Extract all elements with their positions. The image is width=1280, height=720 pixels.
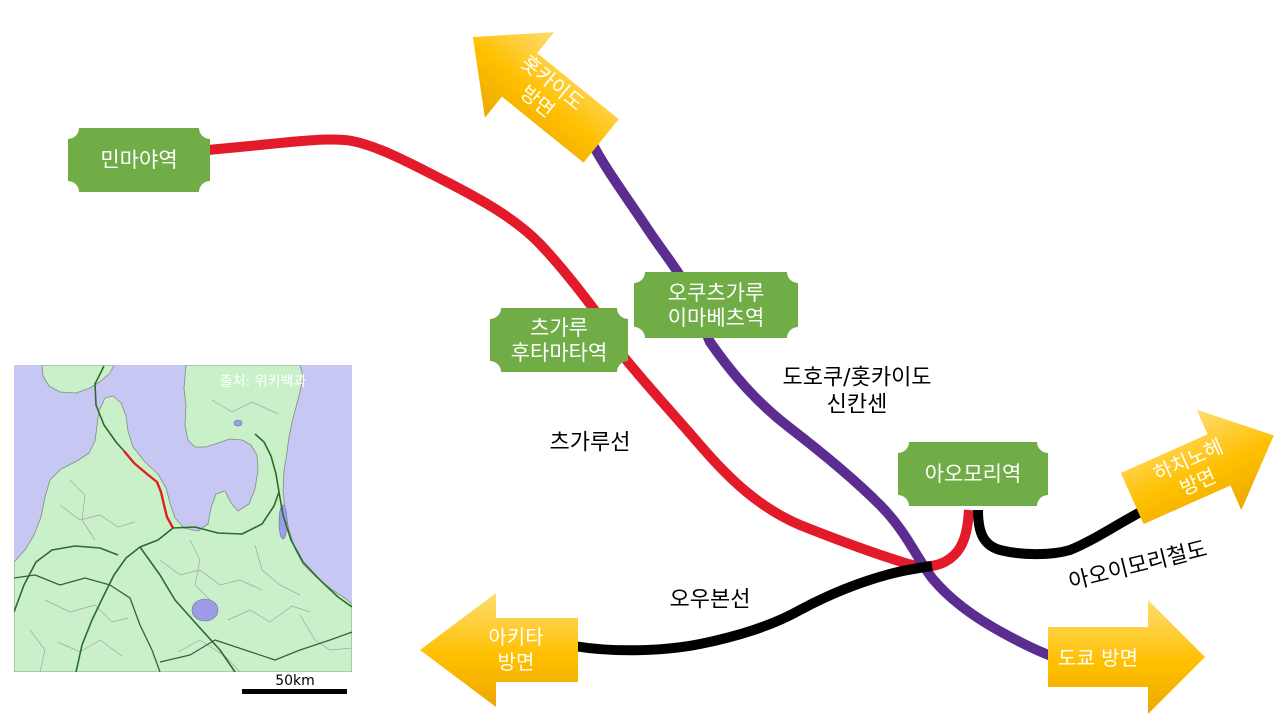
station-label: 아오모리역 (925, 462, 1022, 486)
line-label-tsugaru: 츠가루선 (550, 431, 631, 456)
line-label-shinkansen-line1: 도호쿠/홋카이도 (782, 366, 931, 391)
direction-arrow-hachinohe: 하치노헤 방면 (1120, 409, 1274, 525)
map-rail-line (75, 527, 174, 672)
map-rail-line (172, 491, 280, 535)
station-label-line2: 후타마타역 (511, 341, 608, 365)
arrow-label: 도쿄 방면 (1058, 646, 1138, 670)
station-label-line2: 이마베츠역 (668, 306, 765, 330)
map-land-aomori (14, 365, 352, 672)
map-scale: 50km (242, 673, 347, 694)
station-aomori: 아오모리역 (898, 442, 1048, 506)
map-credit: 출처: 위키백과 (220, 374, 307, 390)
arrow-shape (472, 32, 619, 163)
arrow-label-line2: 방면 (498, 650, 535, 674)
map-route-tsugaru-line (123, 450, 175, 529)
map-scale-label: 50km (275, 673, 315, 689)
station-plaque (634, 272, 798, 338)
direction-arrow-hokkaido: 홋카이도 방면 (472, 32, 619, 163)
station-okutsugaru-imabetsu: 오쿠츠가루 이마베츠역 (634, 272, 798, 338)
ou-main-line (573, 561, 933, 656)
map-rail-line (278, 491, 352, 608)
direction-arrow-akita: 아키타 방면 (420, 593, 578, 707)
map-rail-line (139, 546, 236, 672)
station-plaque (898, 442, 1048, 506)
map-prefecture-border (14, 574, 161, 672)
map-land-hokkaido (41, 365, 115, 394)
arrow-shape (1120, 409, 1274, 525)
shinkansen-line (587, 140, 1056, 662)
station-tsugaru-futamata: 츠가루 후타마타역 (490, 308, 628, 372)
station-plaque (68, 128, 210, 192)
aoimori-line (973, 501, 1155, 560)
direction-arrow-tokyo: 도쿄 방면 (1048, 600, 1205, 714)
line-label-shinkansen-line2: 신칸센 (827, 393, 888, 418)
map-lake-usori (233, 419, 243, 427)
station-label-line1: 오쿠츠가루 (668, 281, 765, 305)
inset-map: 출처: 위키백과 (14, 365, 352, 672)
arrow-shape (420, 593, 578, 707)
arrow-shape (1048, 600, 1205, 714)
line-label-ou: 오우본선 (670, 588, 751, 613)
station-label-line1: 츠가루 (530, 316, 588, 340)
arrow-label-line1: 아키타 (488, 625, 543, 649)
map-lake-ogawara (278, 504, 288, 540)
map-rail-line (14, 545, 119, 613)
map-prefecture-border (159, 631, 352, 663)
map-lake-towada (191, 598, 219, 622)
map-municipal-boundaries (29, 399, 352, 672)
station-minmaya: 민마야역 (68, 128, 210, 192)
map-rail-line (94, 365, 125, 452)
map-scale-bar (242, 689, 347, 694)
tsugaru-line (207, 134, 974, 572)
station-label: 민마야역 (100, 148, 177, 172)
station-plaque (490, 308, 628, 372)
map-rail-line (254, 433, 280, 493)
